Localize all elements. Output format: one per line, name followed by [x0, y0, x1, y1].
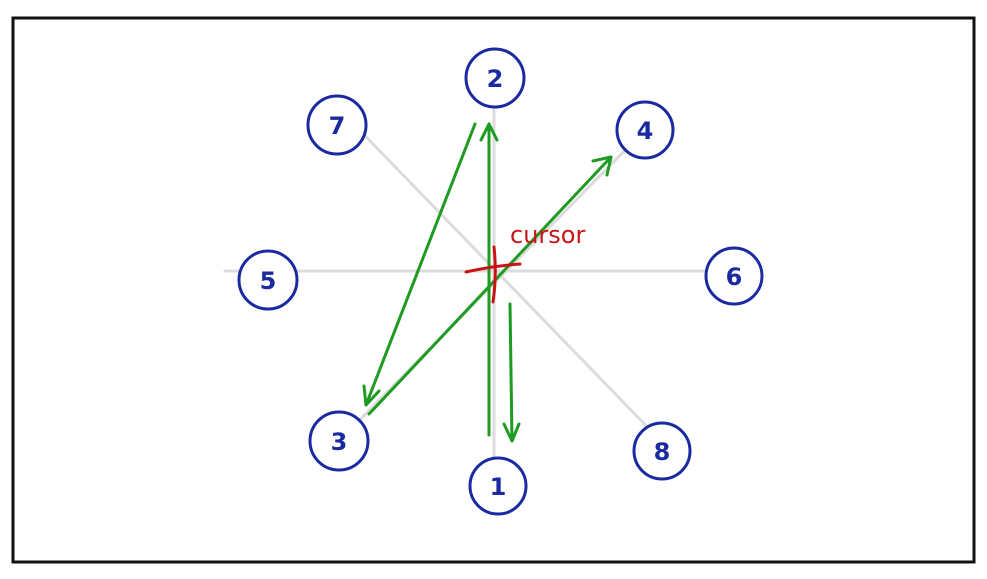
target-node-7-label: 7	[329, 112, 346, 140]
cursor-cross-horizontal	[464, 262, 522, 274]
target-node-4-circle	[615, 100, 675, 160]
target-node-8-circle	[632, 421, 692, 481]
movement-path	[362, 122, 613, 443]
target-node-2[interactable]: 2	[464, 47, 526, 109]
target-node-4-label: 4	[637, 117, 654, 145]
target-node-5-circle	[237, 249, 299, 311]
target-node-8-label: 8	[654, 438, 671, 466]
target-node-1-label: 1	[490, 473, 507, 501]
target-node-3-label: 3	[331, 428, 348, 456]
path-segment-2-to-3	[364, 122, 477, 407]
path-segment-3-to-4	[367, 155, 613, 416]
target-node-4[interactable]: 4	[615, 100, 675, 160]
cursor-label: cursor	[510, 221, 585, 249]
target-node-5-label: 5	[260, 267, 277, 295]
arrowhead-at-3	[362, 384, 381, 407]
target-nodes: 1 2 3 4 5 6 7 8	[237, 47, 764, 516]
target-node-7-circle	[306, 94, 368, 156]
target-node-2-label: 2	[487, 65, 504, 93]
target-node-6-label: 6	[726, 263, 743, 291]
arrowhead-down	[502, 422, 521, 443]
target-node-8[interactable]: 8	[632, 421, 692, 481]
target-node-7[interactable]: 7	[306, 94, 368, 156]
cursor-marker: cursor	[464, 221, 585, 304]
target-node-1[interactable]: 1	[468, 456, 528, 516]
target-node-6[interactable]: 6	[704, 246, 764, 306]
target-node-2-circle	[464, 47, 526, 109]
target-node-1-circle	[468, 456, 528, 516]
target-node-3-circle	[308, 410, 370, 472]
path-segment-down	[508, 302, 514, 443]
arrowhead-at-2	[479, 122, 499, 142]
arrowhead-at-4	[591, 155, 613, 177]
cursor-cross-vertical	[491, 245, 497, 304]
target-node-5[interactable]: 5	[237, 249, 299, 311]
target-node-3[interactable]: 3	[308, 410, 370, 472]
target-node-6-circle	[704, 246, 764, 306]
